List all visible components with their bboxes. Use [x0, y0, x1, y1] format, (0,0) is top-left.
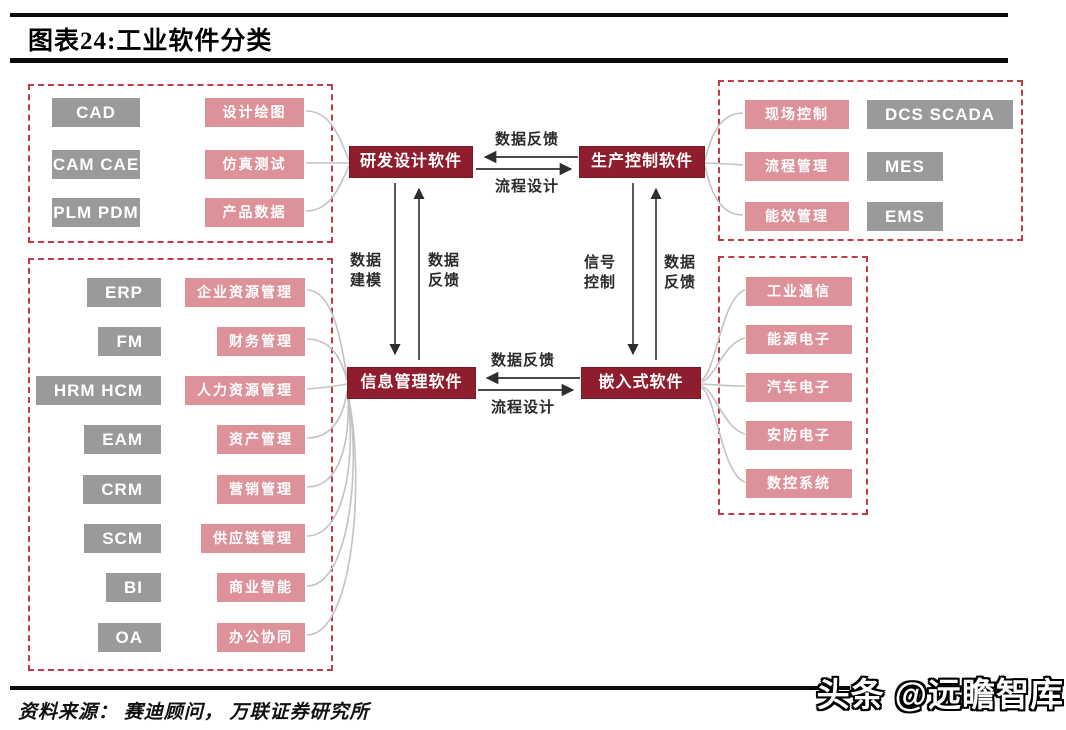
category-chip: 能源电子	[746, 325, 852, 354]
source-note: 资料来源： 赛迪顾问， 万联证券研究所	[18, 702, 370, 723]
code-chip: EMS	[867, 202, 943, 231]
flow-label-data-modeling: 数据建模	[349, 252, 382, 289]
group-box-info-management: ERP 企业资源管理 FM 财务管理 HRM HCM 人力资源管理 EAM 资产…	[28, 258, 333, 671]
code-chip: BI	[106, 573, 161, 602]
category-chip: 安防电子	[746, 421, 852, 450]
category-chip: 商业智能	[217, 573, 305, 602]
flow-label-signal-control: 信号控制	[583, 254, 616, 291]
code-chip: DCS SCADA	[867, 100, 1014, 129]
category-chip: 人力资源管理	[185, 376, 305, 405]
category-chip: 现场控制	[745, 100, 849, 129]
category-chip: 营销管理	[217, 475, 305, 504]
code-chip: MES	[867, 152, 943, 181]
category-chip: 财务管理	[217, 327, 305, 356]
flow-label-process-design: 流程设计	[490, 399, 555, 416]
category-chip: 流程管理	[745, 152, 849, 181]
category-chip: 供应链管理	[201, 524, 305, 553]
category-chip: 汽车电子	[746, 373, 852, 402]
category-chip: 数控系统	[746, 469, 852, 498]
figure-title: 图表24:工业软件分类	[28, 28, 273, 55]
flow-label-data-feedback: 数据反馈	[490, 352, 555, 369]
category-chip: 办公协同	[217, 623, 305, 652]
category-chip: 资产管理	[217, 425, 305, 454]
code-chip: HRM HCM	[35, 376, 161, 405]
category-chip: 设计绘图	[205, 98, 304, 127]
flow-label-process-design: 流程设计	[494, 178, 559, 195]
hub-info-management-software: 信息管理软件	[347, 367, 476, 399]
flow-label-data-feedback: 数据反馈	[663, 254, 696, 291]
watermark: 头条 @远瞻智库	[816, 676, 1064, 713]
category-chip: 产品数据	[205, 198, 304, 227]
header-bottom-rule	[10, 58, 1008, 63]
code-chip: FM	[98, 327, 161, 356]
code-chip: EAM	[84, 425, 161, 454]
hub-production-control-software: 生产控制软件	[579, 146, 705, 178]
group-box-production-control: 现场控制 DCS SCADA 流程管理 MES 能效管理 EMS	[718, 80, 1023, 241]
header-top-rule	[10, 13, 1008, 17]
hub-rnd-design-software: 研发设计软件	[349, 146, 473, 178]
code-chip: CAM CAE	[52, 150, 140, 179]
code-chip: PLM PDM	[52, 198, 140, 227]
footer-rule	[10, 686, 850, 690]
category-chip: 能效管理	[745, 202, 849, 231]
category-chip: 仿真测试	[205, 150, 304, 179]
group-box-embedded: 工业通信 能源电子 汽车电子 安防电子 数控系统	[718, 256, 868, 515]
group-box-rnd-design: CAD 设计绘图 CAM CAE 仿真测试 PLM PDM 产品数据	[28, 84, 333, 243]
flow-label-data-feedback: 数据反馈	[427, 252, 460, 289]
code-chip: SCM	[84, 524, 161, 553]
code-chip: OA	[97, 623, 161, 652]
category-chip: 工业通信	[746, 277, 852, 306]
code-chip: CAD	[52, 98, 140, 127]
hub-embedded-software: 嵌入式软件	[581, 367, 701, 399]
category-chip: 企业资源管理	[185, 278, 305, 307]
code-chip: ERP	[87, 278, 161, 307]
code-chip: CRM	[83, 475, 161, 504]
flow-label-data-feedback: 数据反馈	[494, 131, 559, 148]
